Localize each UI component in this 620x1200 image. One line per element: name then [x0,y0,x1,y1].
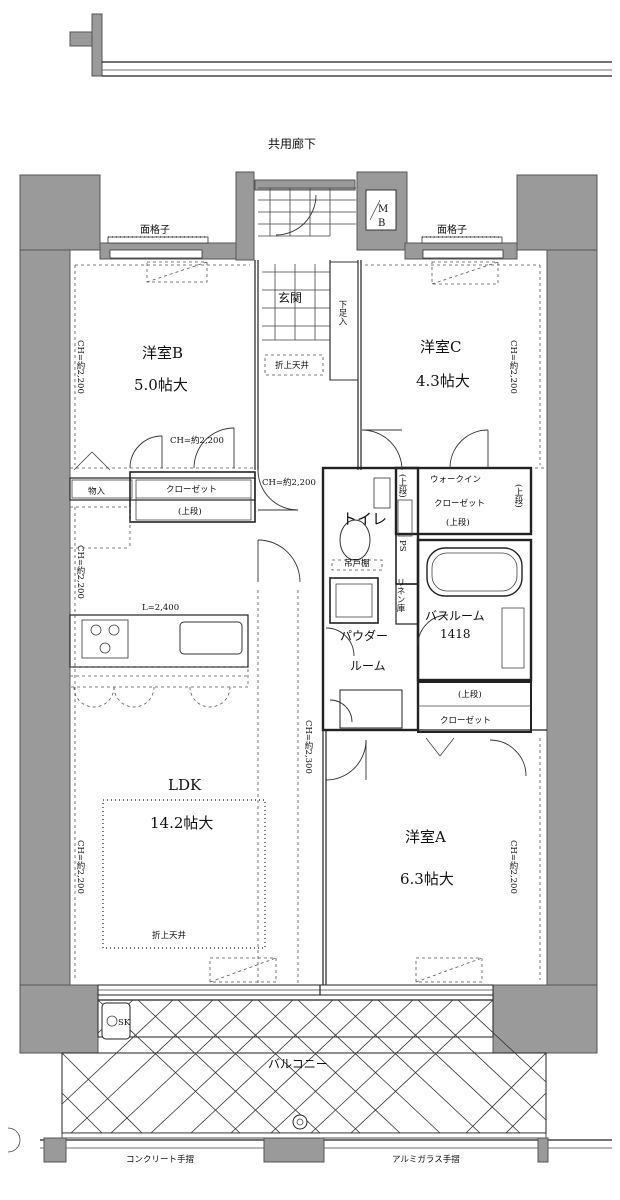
entry-fold-ceiling-label: 折上天井 [275,360,309,371]
corridor-ceiling-height: CH=約2,200 [262,477,316,488]
mb-label-b: B [378,218,385,229]
room-a-size: 6.3帖大 [400,870,454,888]
room-a-name: 洋室A [405,828,446,846]
closet-c-upper-label: (上段) [446,517,470,528]
ldk-size: 14.2帖大 [150,814,213,832]
doors [73,194,527,781]
closet-b-upper-label: (上段) [178,506,202,517]
concrete-rail-label: コンクリート手摺 [126,1154,194,1165]
lattice-right-label: 面格子 [437,223,467,236]
linen-label: リネン庫 [395,578,405,613]
balcony [7,994,612,1163]
closet-b-label: クローゼット [166,484,217,495]
walkin-label: ウォークイン [430,475,481,485]
room-b-name: 洋室B [142,344,183,362]
closet-a-label: クローゼット [440,715,491,726]
room-c-name: 洋室C [420,338,461,356]
bath-label: バスルーム [425,609,485,623]
sk-label: SK [118,1018,131,1028]
closet-c-label: クローゼット [434,498,485,509]
entry-steps [258,187,356,376]
lattice-left-label: 面格子 [140,223,170,236]
upper-left-label: (上段) [397,474,408,498]
closet-a-upper-label: (上段) [458,689,482,700]
ldk-name: LDK [168,776,202,794]
kitchen-length-label: L=2,400 [142,603,179,613]
toilet-label: トイレ [342,510,387,528]
mb-label-m: M [378,204,388,215]
room-b-ceiling-height: CH=約2,200 [75,340,85,394]
entrance-label: 玄関 [278,290,302,305]
interior-walls [69,260,547,996]
shoe-cabinet-label: 下足入 [337,300,347,326]
aluminum-rail-label: アルミガラス手摺 [392,1154,460,1165]
room-c-size: 4.3帖大 [416,372,470,390]
balcony-label: バルコニー [268,1057,328,1071]
upper-fragment [69,13,612,77]
mb-box [365,189,397,231]
ldk-lower-ceiling-height: CH=約2,200 [75,840,85,894]
corridor-label: 共用廊下 [268,136,316,151]
lattice-windows [107,236,504,259]
hall-ceiling-height: CH=約2,200 [170,435,224,446]
room-b-size: 5.0帖大 [134,376,188,394]
ldk-ceiling-height-2300: CH=約2,300 [303,720,313,774]
cupboard-label: 吊戸棚 [344,558,370,569]
outer-walls [19,171,598,1054]
powder-label: パウダー [340,628,388,643]
ps-label: PS [397,540,407,552]
powder-label-2: ルーム [350,659,386,673]
storage-label: 物入 [88,486,106,497]
upper-right-label: (上段) [513,484,524,508]
room-c-ceiling-height: CH=約2,200 [508,340,518,394]
room-a-ceiling-height: CH=約2,200 [508,840,518,894]
ldk-fold-ceiling-label: 折上天井 [152,930,186,941]
bath-size-label: 1418 [440,627,471,641]
ldk-upper-ceiling-height: CH=約2,200 [75,545,85,599]
